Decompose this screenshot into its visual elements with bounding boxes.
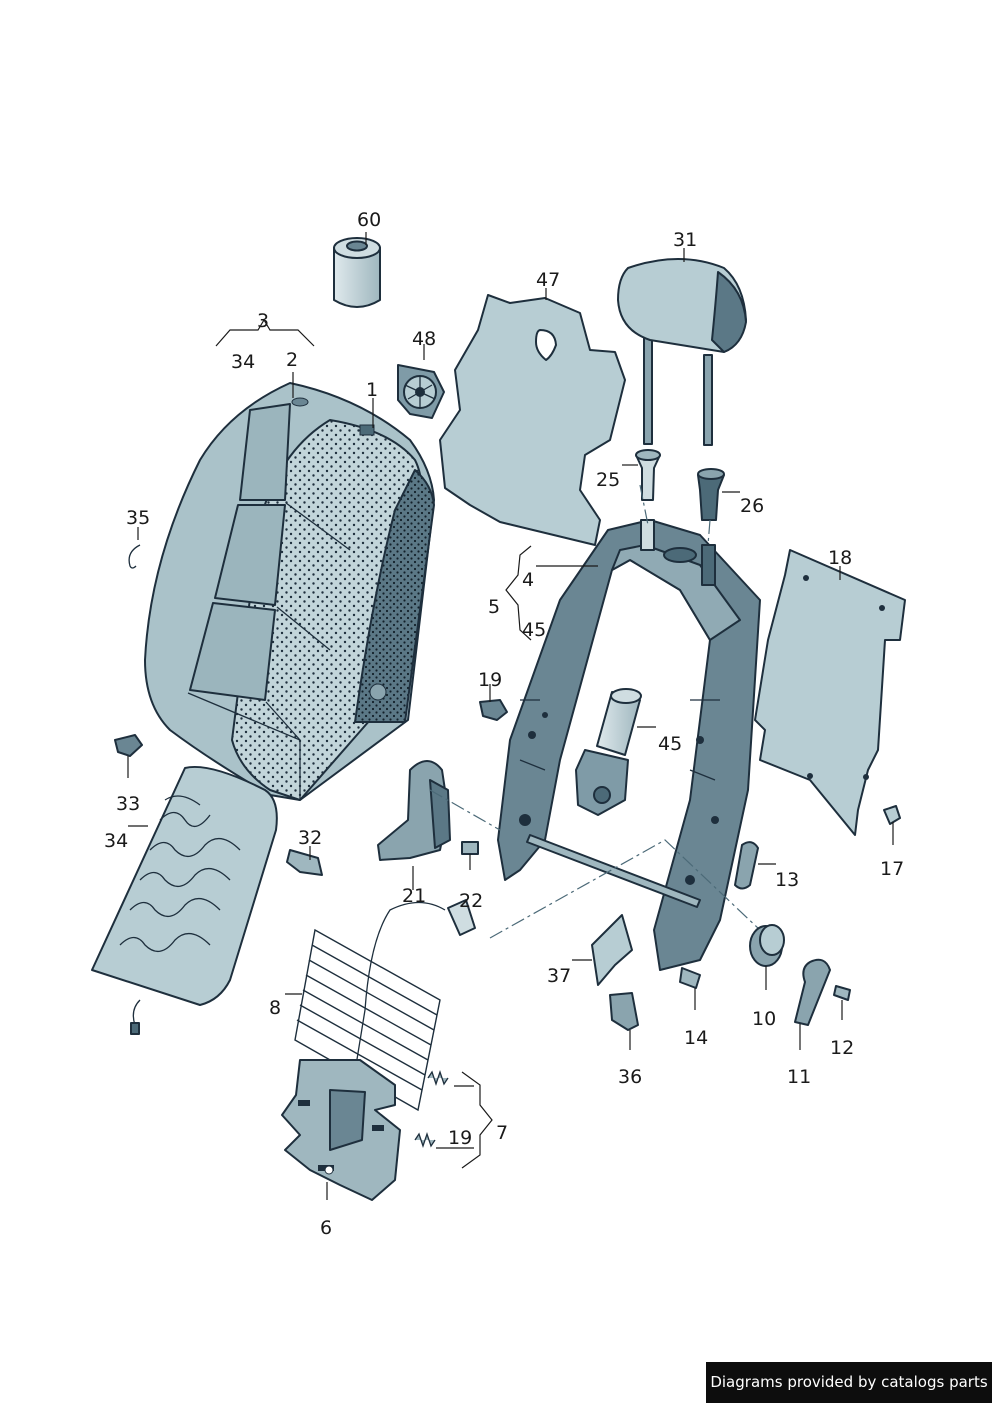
label-13: 13 [775, 869, 799, 891]
insulation-mat-part [439, 294, 626, 546]
bolt-14-part [679, 967, 701, 989]
label-3: 3 [257, 310, 269, 332]
foam-cylinder-part [333, 237, 381, 308]
seat-frame-part [497, 519, 761, 971]
connector-part [114, 734, 143, 757]
fan-part [397, 364, 445, 419]
cable-part [351, 899, 476, 1091]
label-33: 33 [116, 793, 140, 815]
retainer-part [479, 699, 508, 721]
label-45-motor: 45 [658, 733, 682, 755]
label-36: 36 [618, 1066, 642, 1088]
label-2: 2 [286, 349, 298, 371]
headrest-part [617, 258, 747, 446]
label-22: 22 [459, 890, 483, 912]
label-4: 4 [522, 569, 534, 591]
lever-part [794, 958, 831, 1026]
label-19-retainer: 19 [478, 669, 502, 691]
label-8: 8 [269, 997, 281, 1019]
label-60: 60 [357, 209, 381, 231]
backrest-cover-part [144, 382, 435, 801]
label-26: 26 [740, 495, 764, 517]
cover-37-part [591, 914, 633, 986]
label-18: 18 [828, 547, 852, 569]
credit-banner: Diagrams provided by catalogs parts [706, 1362, 992, 1403]
label-7: 7 [496, 1122, 508, 1144]
label-17: 17 [880, 858, 904, 880]
label-21: 21 [402, 885, 426, 907]
label-37: 37 [547, 965, 571, 987]
lumbar-support-part [281, 1059, 401, 1201]
bolt-22-part [461, 841, 479, 855]
label-12: 12 [830, 1037, 854, 1059]
label-48: 48 [412, 328, 436, 350]
label-34-mat: 34 [104, 830, 128, 852]
label-5: 5 [488, 596, 500, 618]
heating-mat-part [91, 765, 278, 1035]
cap-36-part [609, 992, 639, 1031]
label-14: 14 [684, 1027, 708, 1049]
spring-mat-part [294, 928, 441, 1112]
label-11: 11 [787, 1066, 811, 1088]
label-10: 10 [752, 1008, 776, 1030]
knob-part [749, 924, 785, 967]
connector-32-part [286, 849, 323, 876]
clip-12-part [833, 985, 851, 1001]
label-6: 6 [320, 1217, 332, 1239]
label-35: 35 [126, 507, 150, 529]
part-labels: 60 3 34 2 48 1 47 31 25 26 4 5 45 35 18 … [104, 209, 904, 1239]
leader-lines [127, 232, 894, 1200]
label-1: 1 [366, 379, 378, 401]
label-25: 25 [596, 469, 620, 491]
label-32: 32 [298, 827, 322, 849]
springs-part [414, 1069, 449, 1149]
nut-17-part [883, 805, 901, 825]
clip-part [128, 544, 141, 569]
label-34-cover: 34 [231, 351, 255, 373]
trim-bracket-part [377, 760, 451, 861]
label-19-spring: 19 [448, 1127, 472, 1149]
headrest-guides [635, 449, 725, 521]
label-47: 47 [536, 269, 560, 291]
label-31: 31 [673, 229, 697, 251]
motor-part [575, 688, 642, 816]
rear-panel-part [754, 549, 906, 836]
cover-13-part [734, 841, 759, 890]
label-45-frame: 45 [522, 619, 546, 641]
assembly-axes [429, 484, 761, 939]
